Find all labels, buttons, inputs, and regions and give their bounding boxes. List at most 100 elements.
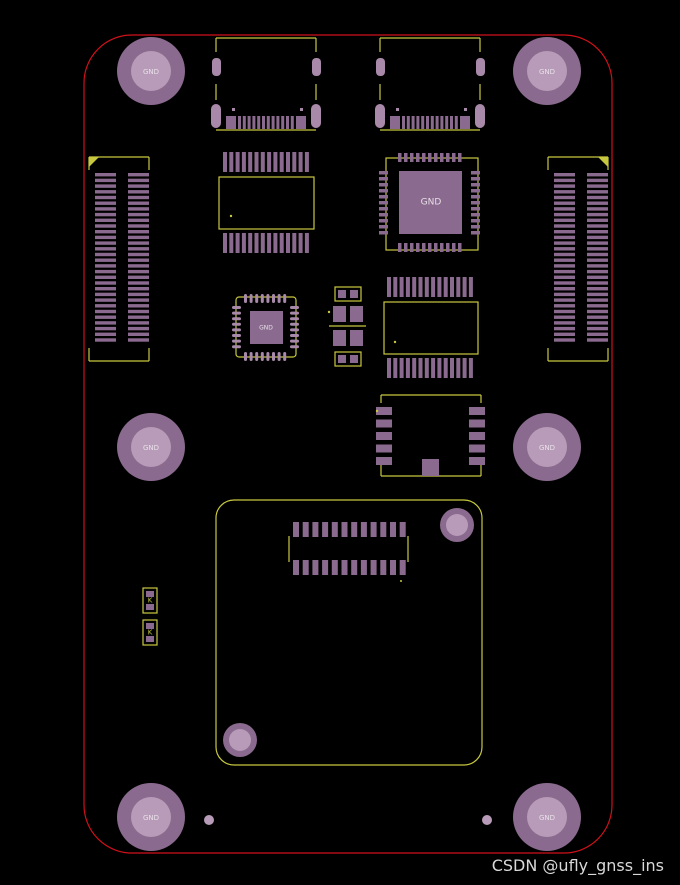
connector-pin [95, 212, 116, 217]
qfn-small-pin [290, 306, 299, 309]
ic-pin [254, 233, 259, 253]
connector-pin [587, 287, 608, 291]
qfn-small-pin [244, 294, 247, 303]
ic-pin [450, 277, 454, 297]
qfn-small-pin [232, 334, 241, 337]
module-pad [376, 444, 392, 453]
connector-pin [128, 304, 149, 308]
connector-pin [128, 173, 149, 177]
passive-pad [350, 290, 358, 298]
header-pin [331, 522, 338, 537]
qfn-pin [428, 153, 432, 162]
qfn-small-pin [290, 334, 299, 337]
usb-pin [421, 116, 425, 129]
ic-pin [418, 358, 423, 378]
connector-pin [128, 207, 149, 211]
ic-pin [298, 152, 303, 172]
mounting-hole-gnd-label: GND [539, 444, 555, 452]
qfn-pin [410, 243, 414, 252]
usb-pin [416, 116, 420, 129]
connector-pin [95, 309, 116, 314]
ic-pin [405, 277, 410, 297]
watermark: CSDN @ufly_gnss_ins [491, 856, 664, 875]
connector-pin [128, 309, 149, 314]
qfn-pin [446, 153, 450, 162]
connector-pin [95, 292, 116, 297]
ic-pin [443, 277, 448, 297]
qfn-pin [471, 171, 480, 175]
qfn-pin [471, 183, 480, 187]
usb-shell-pad [376, 58, 385, 76]
connector-pin [95, 241, 116, 245]
usb-pin [296, 116, 306, 129]
qfn-pin [398, 243, 402, 252]
usb-pin [445, 116, 449, 129]
ic-pin [260, 233, 265, 253]
qfn-pin [379, 201, 388, 205]
qfn-small-pin [290, 322, 299, 326]
usb-shell-pad [312, 58, 321, 76]
connector-pin [128, 269, 149, 274]
connector-pin [95, 247, 116, 251]
ic-pin [399, 358, 404, 378]
connector-pin [95, 230, 116, 234]
qfn-small-pin [232, 317, 241, 321]
qfn-pin [452, 243, 456, 252]
qfn-small-pin [266, 352, 270, 361]
passive-outline [334, 286, 362, 302]
connector-pin [128, 315, 149, 319]
connector-pin [587, 190, 608, 194]
connector-pin [587, 275, 608, 279]
ic-pin [431, 277, 436, 297]
qfn-pin [416, 243, 420, 252]
qfn-small-pin [249, 352, 253, 361]
header-pin [399, 522, 406, 537]
header-pin [370, 560, 377, 575]
connector-pin [554, 195, 575, 200]
connector-pin [554, 315, 575, 319]
ic-pin [229, 152, 234, 172]
connector-pin [95, 252, 116, 257]
connector-pin [587, 218, 608, 222]
connector-pin [554, 264, 575, 268]
usb-shell-pad [375, 104, 385, 128]
qfn-pin [379, 177, 388, 181]
connector-pin [554, 252, 575, 257]
connector-pin [554, 247, 575, 251]
qfn-small-pin [283, 352, 287, 361]
qfn-pin [379, 171, 388, 175]
qfn-small-pin [266, 294, 270, 303]
ic-pin [292, 152, 297, 172]
usb-pin [257, 116, 261, 129]
usb-pin [252, 116, 256, 129]
qfn-small-pin [232, 306, 241, 309]
connector-pin [95, 224, 116, 228]
connector-pin [128, 252, 149, 257]
qfn-pin [404, 243, 408, 252]
connector-pin [587, 315, 608, 319]
qfn-pin [404, 153, 408, 162]
header-pin [341, 560, 348, 575]
connector-pin [95, 338, 116, 342]
ic-pin [241, 152, 246, 172]
usb-mark [300, 108, 303, 111]
qfn-small-pin [283, 294, 287, 303]
connector-pin [554, 207, 575, 211]
qfn-small-pin [260, 352, 264, 361]
connector-pin [554, 332, 575, 336]
qfn-pin [416, 153, 420, 162]
connector-pin [554, 275, 575, 279]
connector-pin [128, 212, 149, 217]
connector-pin [128, 218, 149, 222]
ic-pin [304, 233, 309, 253]
qfn-small-pin [277, 294, 281, 303]
connector-pin [587, 264, 608, 268]
usb-pin [290, 116, 294, 129]
qfn-small-pin [232, 311, 241, 315]
connector-pin [95, 190, 116, 194]
qfn-small-pin [290, 311, 299, 315]
usb-pin [281, 116, 285, 129]
qfn-small-pin [249, 294, 253, 303]
